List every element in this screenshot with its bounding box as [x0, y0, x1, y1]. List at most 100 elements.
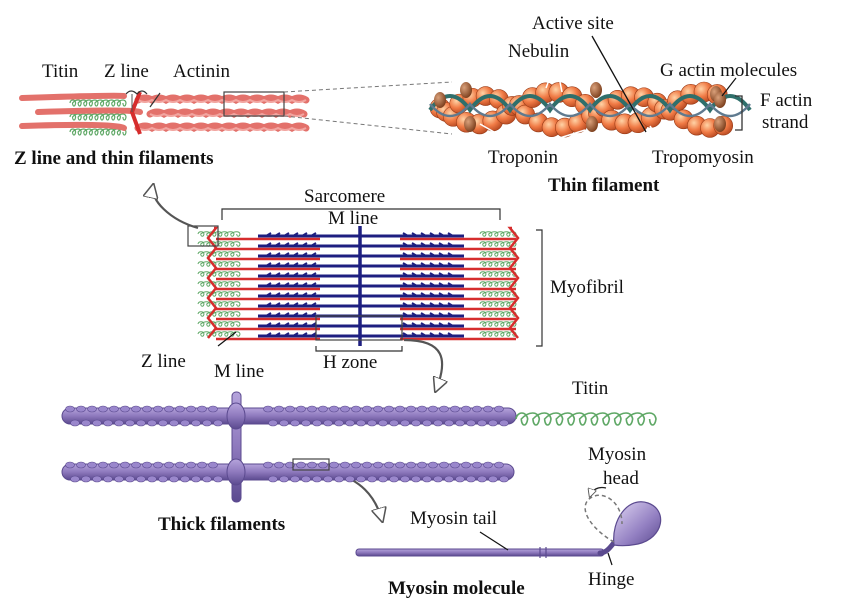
myosin-head-mark	[429, 322, 436, 327]
myosin-head-mark	[310, 292, 317, 297]
myosin-head-mark	[411, 292, 418, 297]
titin-label-bottom: Titin	[572, 378, 609, 399]
myosin-head-bump	[389, 419, 399, 427]
myosin-head-mark	[301, 302, 308, 307]
titin-spring-top	[69, 99, 127, 136]
myosin-head-mark	[310, 302, 317, 307]
myosin-head-bump	[312, 419, 322, 427]
titin-coil	[479, 241, 517, 247]
zoom-box-z	[187, 225, 219, 247]
myosin-head-bump	[92, 475, 102, 483]
titin-coil	[479, 321, 517, 327]
titin-coil	[69, 113, 127, 121]
myosin-head-mark	[283, 302, 290, 307]
myosin-head-bump	[362, 405, 372, 413]
titin-coil	[197, 261, 241, 267]
myosin-head-bump	[318, 461, 328, 469]
myosin-head-mark	[283, 232, 290, 237]
myosin-head-bump	[131, 461, 141, 469]
myosin-head-bump	[76, 405, 86, 413]
titin-coil	[197, 241, 241, 247]
myosin-head-mark	[411, 272, 418, 277]
myosin-head-mark	[274, 242, 281, 247]
myosin-head-bump	[120, 461, 130, 469]
thick-filament-rods	[61, 391, 517, 503]
myosin-head-mark	[402, 302, 409, 307]
myosin-head-mark	[265, 232, 272, 237]
myosin-head-mark	[429, 252, 436, 257]
myosin-head-bump	[136, 475, 146, 483]
myosin-head-mark	[283, 282, 290, 287]
myosin-head-bump	[488, 419, 498, 427]
myosin-head-bump	[472, 461, 482, 469]
myosin-head-bump	[268, 475, 278, 483]
myosin-head-bump	[81, 475, 91, 483]
myosin-head-mark	[411, 332, 418, 337]
myosin-head-bump	[208, 461, 218, 469]
titin-coil	[197, 271, 241, 277]
titin-coil	[479, 291, 517, 297]
myosin-head-mark	[301, 252, 308, 257]
myosin-head-bump	[125, 475, 135, 483]
myosin-head-bump	[334, 419, 344, 427]
myosin-head-mark	[283, 252, 290, 257]
myosin-head-mark	[429, 312, 436, 317]
titin-coil	[479, 251, 517, 257]
titin-coil	[197, 251, 241, 257]
myosin-head-bump	[197, 405, 207, 413]
myosin-head-mark	[438, 252, 445, 257]
z-line-pointer	[217, 331, 237, 347]
myosin-head-mark	[274, 232, 281, 237]
actin-strand-left	[19, 92, 127, 101]
myosin-head-bump	[329, 461, 339, 469]
myosin-head-label-1: Myosin	[588, 444, 647, 465]
myosin-head-mark	[447, 232, 454, 237]
myosin-head-mark	[420, 302, 427, 307]
titin-coil	[197, 311, 241, 317]
myosin-head-mark	[310, 242, 317, 247]
zoom-line-top	[283, 81, 453, 93]
myosin-head-mark	[447, 332, 454, 337]
myosin-head-mark	[265, 292, 272, 297]
myosin-head-bump	[356, 475, 366, 483]
myosin-head-bump	[400, 475, 410, 483]
myosin-head-bump	[334, 475, 344, 483]
tropomyosin-strand	[428, 94, 752, 114]
myosin-head-mark	[310, 282, 317, 287]
myosin-head-bump	[466, 475, 476, 483]
myosin-head-mark	[274, 282, 281, 287]
myosin-head-bump	[109, 405, 119, 413]
myosin-molecule-panel	[355, 486, 662, 566]
myosin-head-mark	[447, 302, 454, 307]
myosin-head-bump	[142, 405, 152, 413]
tropomyosin-label: Tropomyosin	[652, 147, 754, 168]
myosin-head-bump	[483, 405, 493, 413]
myosin-head-bump	[213, 475, 223, 483]
myosin-head-mark	[420, 272, 427, 277]
myosin-head-mark	[402, 252, 409, 257]
myosin-head-mark	[265, 322, 272, 327]
myosin-head-mark	[420, 322, 427, 327]
myofibril-bracket	[536, 229, 543, 347]
myosin-head-mark	[420, 262, 427, 267]
myofibril-label: Myofibril	[550, 277, 624, 298]
myosin-head-bump	[428, 461, 438, 469]
myosin-head-bump	[301, 475, 311, 483]
myosin-head-bump	[186, 405, 196, 413]
myosin-head-bump	[450, 461, 460, 469]
myofibril-rows	[197, 226, 520, 346]
myosin-head-bump	[444, 475, 454, 483]
hinge-label: Hinge	[588, 569, 634, 590]
troponin-complex	[714, 116, 726, 132]
zoom-box-thick	[292, 458, 330, 471]
myosin-head-bump	[142, 461, 152, 469]
myosin-head-bump	[191, 475, 201, 483]
troponin-complex	[464, 116, 476, 132]
myosin-head-bump	[395, 405, 405, 413]
myosin-head-bump	[439, 461, 449, 469]
myosin-head-mark	[301, 232, 308, 237]
myosin-head-mark	[420, 292, 427, 297]
actin-strand-highlight	[137, 126, 307, 131]
myosin-head-bump	[175, 461, 185, 469]
